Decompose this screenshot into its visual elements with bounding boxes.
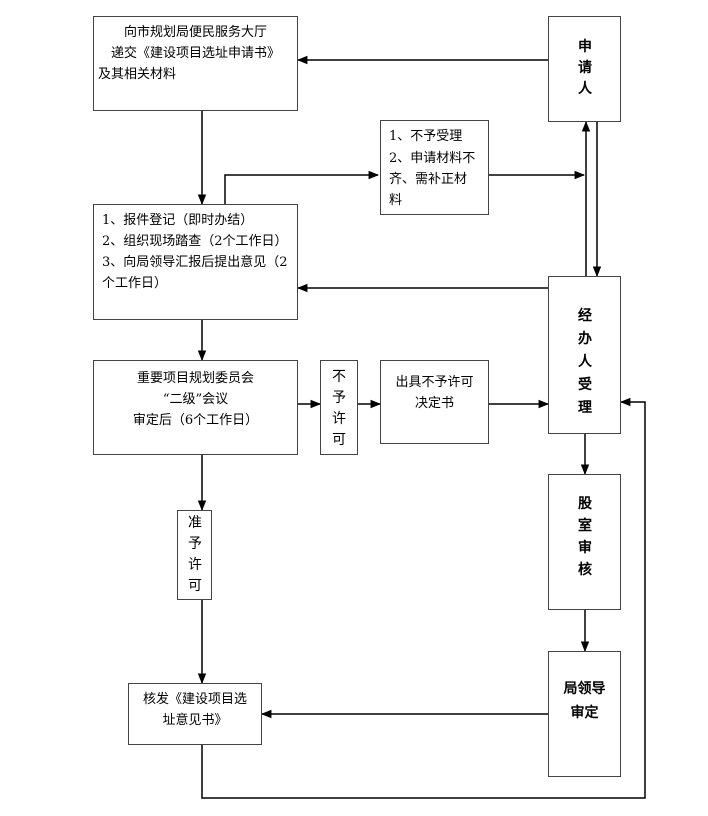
- reject-line-4: 料: [389, 193, 403, 208]
- leader-line-2: 审定: [570, 705, 599, 721]
- registration-steps-box: 1、报件登记（即时办结） 2、组织现场踏查（2个工作日） 3、向局领导汇报后提出…: [93, 204, 298, 320]
- leader-line-1: 局领导: [563, 681, 606, 697]
- committee-line-3: 审定后（6个工作日）: [132, 413, 259, 428]
- arrow-steps-to-reject: [224, 170, 380, 204]
- reject-line-3: 齐、需补正材: [389, 172, 468, 187]
- section-review-label: 股室审核: [578, 496, 592, 578]
- submit-line-1: 向市规划局便民服务大厅: [123, 25, 267, 40]
- committee-review-box: 重要项目规划委员会 “二级”会议 审定后（6个工作日）: [93, 360, 298, 455]
- submit-line-2: 递交《建设项目选址申请书》: [110, 46, 280, 61]
- issue-line-1: 核发《建设项目选: [142, 692, 247, 707]
- approve-box: 准予许可: [177, 510, 212, 600]
- decision-line-1: 出具不予许可: [395, 375, 474, 390]
- steps-line-4: 个工作日）: [102, 276, 168, 291]
- reject-reasons-box: 1、不予受理 2、申请材料不 齐、需补正材 料: [380, 120, 489, 215]
- submit-line-3: 及其相关材料: [98, 67, 177, 82]
- issue-permit-box: 核发《建设项目选 址意见书》: [128, 683, 262, 745]
- committee-line-1: 重要项目规划委员会: [136, 371, 254, 386]
- committee-line-2: “二级”会议: [162, 392, 229, 407]
- no-permit-decision-box: 出具不予许可 决定书: [380, 360, 489, 444]
- decision-line-2: 决定书: [414, 396, 454, 411]
- reject-line-2: 2、申请材料不: [389, 151, 476, 166]
- leader-review-box: 局领导 审定: [548, 651, 621, 777]
- arrow-issue-loop-to-handler: [201, 397, 646, 799]
- applicant-label: 申请人: [578, 39, 592, 97]
- handler-acceptance-box: 经办人受理: [548, 276, 621, 434]
- handler-label: 经办人受理: [578, 308, 592, 416]
- steps-line-3: 3、向局领导汇报后提出意见（2: [102, 255, 288, 270]
- reject-line-1: 1、不予受理: [389, 129, 463, 144]
- no-permit-label: 不予许可: [332, 369, 346, 448]
- submit-application-box: 向市规划局便民服务大厅 递交《建设项目选址申请书》 及其相关材料: [93, 16, 298, 111]
- steps-line-2: 2、组织现场踏查（2个工作日）: [102, 234, 288, 249]
- no-permit-box: 不予许可: [320, 360, 358, 455]
- steps-line-1: 1、报件登记（即时办结）: [102, 213, 254, 228]
- approve-label: 准予许可: [188, 515, 202, 594]
- section-review-box: 股室审核: [548, 474, 621, 610]
- applicant-box: 申请人: [548, 16, 621, 122]
- issue-line-2: 址意见书》: [162, 713, 228, 728]
